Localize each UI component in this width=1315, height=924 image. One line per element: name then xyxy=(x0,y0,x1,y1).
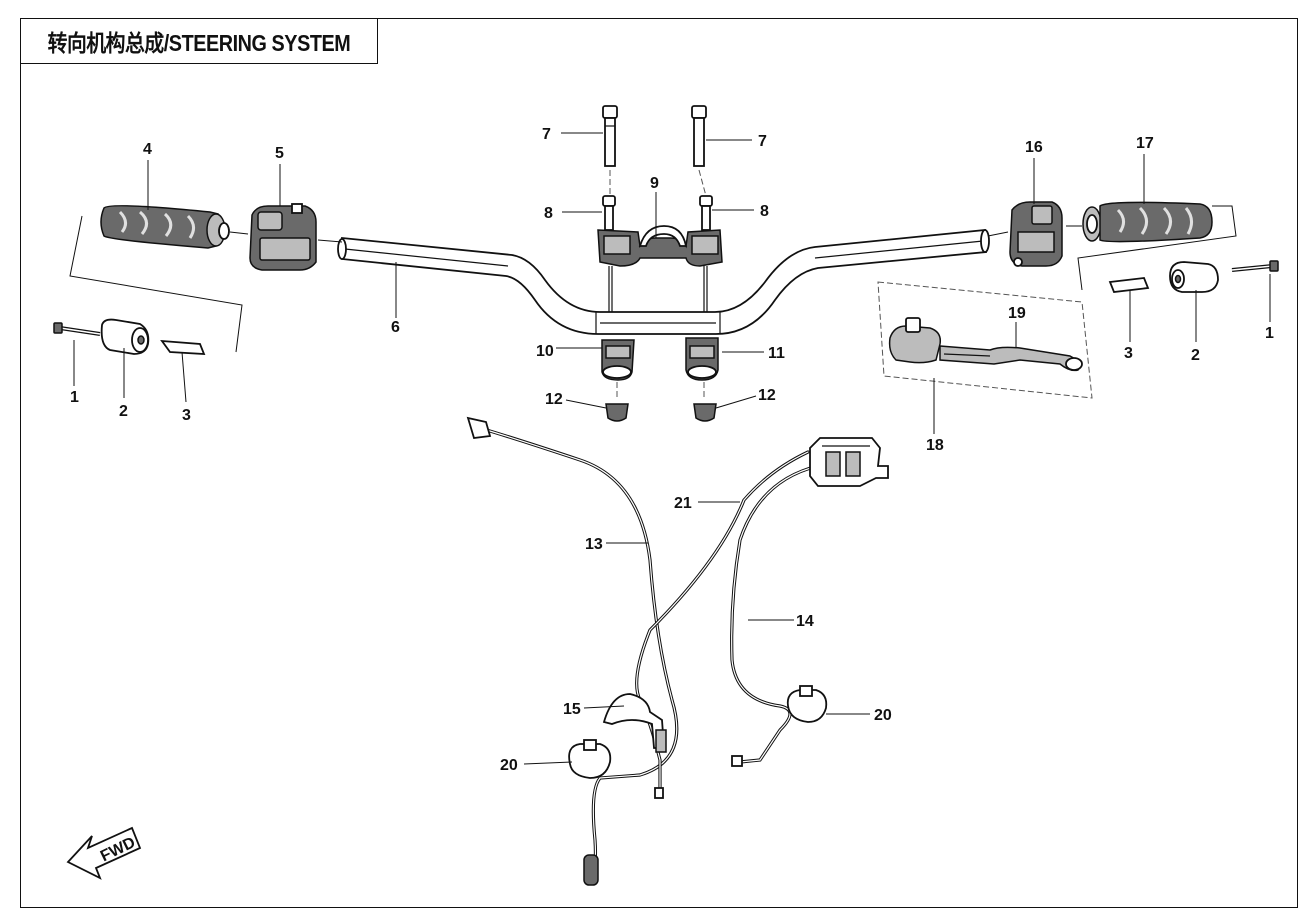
lower-riser-left xyxy=(601,339,635,381)
right-switch-housing xyxy=(1009,201,1063,267)
left-rubber-pad xyxy=(160,339,206,355)
left-bar-end-bolt xyxy=(53,322,101,336)
drawing-frame xyxy=(20,18,1298,908)
callout-7-right: 7 xyxy=(758,133,767,150)
upper-clamp xyxy=(597,225,723,267)
right-grip xyxy=(1082,201,1213,243)
bolt-7-right xyxy=(691,105,707,167)
left-switch-housing xyxy=(249,203,317,271)
callout-16: 16 xyxy=(1025,139,1043,156)
bolt-8-right xyxy=(699,195,713,231)
right-bar-end-weight xyxy=(1169,261,1219,293)
lever-assembly-box xyxy=(877,281,1093,399)
callout-11: 11 xyxy=(768,345,785,362)
callout-4: 4 xyxy=(143,141,152,158)
callout-5: 5 xyxy=(275,145,284,162)
leader-lines xyxy=(73,132,1271,765)
callout-7-left: 7 xyxy=(542,126,551,143)
left-assembly-guide xyxy=(69,215,243,353)
lower-riser-right xyxy=(685,337,719,381)
callout-2-right: 2 xyxy=(1191,347,1200,364)
handlebar xyxy=(337,229,990,335)
brake-lever xyxy=(888,317,1083,372)
callout-6: 6 xyxy=(391,319,400,336)
nut-left xyxy=(605,403,629,422)
fwd-arrow-icon: FWD xyxy=(66,826,142,880)
cable-clamp-left xyxy=(568,739,612,779)
cable-guide-15 xyxy=(602,693,667,753)
callout-2-left: 2 xyxy=(119,403,128,420)
bolt-7-left xyxy=(602,105,618,167)
callout-12-right: 12 xyxy=(758,387,776,404)
callout-18: 18 xyxy=(926,437,944,454)
callout-1-right: 1 xyxy=(1265,325,1274,342)
nut-right xyxy=(693,403,717,422)
left-bar-end-weight xyxy=(100,318,150,355)
left-grip xyxy=(100,205,230,249)
page-title: 转向机构总成/STEERING SYSTEM xyxy=(47,29,350,56)
title-box: 转向机构总成/STEERING SYSTEM xyxy=(20,18,378,64)
bolt-8-left xyxy=(602,195,616,231)
throttle-cable xyxy=(466,416,679,886)
callout-19: 19 xyxy=(1008,305,1026,322)
callout-12-left: 12 xyxy=(545,391,563,408)
callout-20-left: 20 xyxy=(500,757,518,774)
callout-8-right: 8 xyxy=(760,203,769,220)
callout-1-left: 1 xyxy=(70,389,79,406)
callout-10: 10 xyxy=(536,343,554,360)
callout-14: 14 xyxy=(796,613,814,630)
callout-3-left: 3 xyxy=(182,407,191,424)
callout-9: 9 xyxy=(650,175,659,192)
callout-20-right: 20 xyxy=(874,707,892,724)
callout-21: 21 xyxy=(674,495,692,512)
cable-clamp-right xyxy=(786,685,828,723)
callout-15: 15 xyxy=(563,701,581,718)
right-assembly-guide xyxy=(1077,205,1237,291)
callout-3-right: 3 xyxy=(1124,345,1133,362)
right-rubber-pad xyxy=(1108,277,1150,293)
junction-box xyxy=(809,437,889,487)
callout-8-left: 8 xyxy=(544,205,553,222)
callouts: 1 2 3 4 5 6 7 7 8 8 9 10 11 12 12 13 14 … xyxy=(70,126,1274,774)
right-bar-end-bolt xyxy=(1231,260,1279,272)
callout-13: 13 xyxy=(585,536,603,553)
callout-17: 17 xyxy=(1136,135,1154,152)
